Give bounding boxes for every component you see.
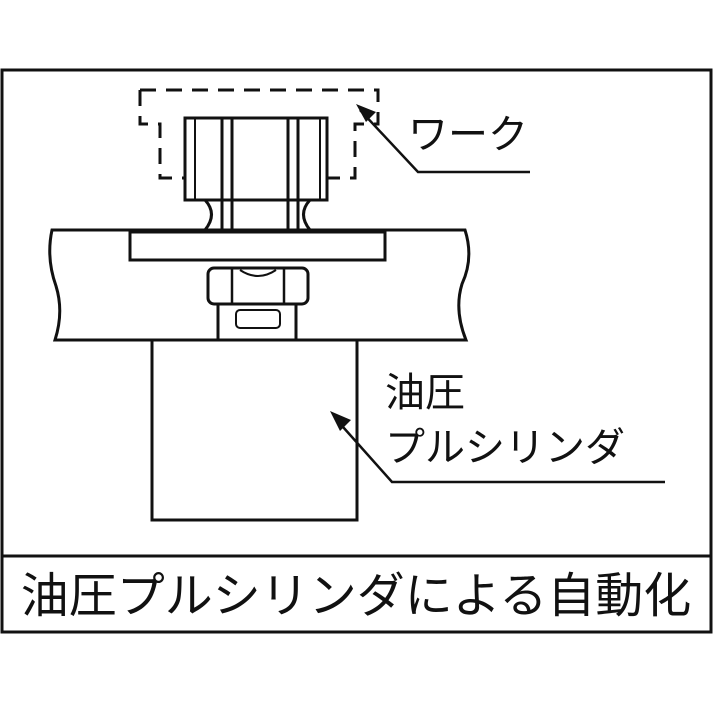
cylinder-leader xyxy=(334,417,665,484)
caption: 油圧プルシリンダによる自動化 xyxy=(21,568,692,624)
nut-chamfer xyxy=(239,269,277,277)
workpiece-outline xyxy=(138,88,380,180)
cylinder-label-line1: 油圧 xyxy=(385,370,465,416)
lower-rod-inner xyxy=(235,309,281,329)
workpiece-label: ワーク xyxy=(408,112,528,158)
cylinder-label-line2: プルシリンダ xyxy=(385,425,625,471)
hydraulic-cylinder xyxy=(150,338,359,522)
cylinder-leader-arrow xyxy=(330,411,351,431)
workpiece-leader-arrow xyxy=(356,104,376,122)
bolt-neck xyxy=(203,198,213,231)
workpiece-leader xyxy=(359,109,530,174)
nut xyxy=(206,266,310,306)
outer-frame xyxy=(0,68,713,634)
bolt-head xyxy=(183,116,329,202)
bolt-neck xyxy=(302,198,312,231)
table-recess xyxy=(128,230,387,262)
